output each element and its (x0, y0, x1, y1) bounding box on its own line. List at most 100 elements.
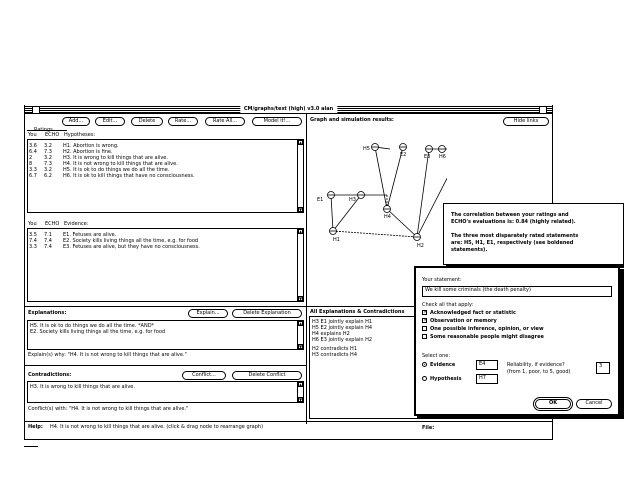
hyp-col-echo: ECHO (45, 132, 60, 138)
statement-input[interactable]: We kill some criminals (the death penalt… (422, 286, 612, 297)
correlation-line-1: The correlation between your ratings and (451, 212, 569, 218)
evidence-radio[interactable] (422, 362, 427, 367)
hypotheses-heading: Hypotheses: (64, 132, 96, 138)
explanation-entry[interactable]: H4 explains H2 (312, 331, 350, 337)
hypothesis-radio[interactable] (422, 376, 427, 381)
delete-explanation-button[interactable]: Delete Explanation (232, 309, 302, 318)
explanation-line: E2. Society kills living things all the … (30, 329, 166, 335)
rating-echo: 7.3 (44, 161, 52, 167)
model-it-button[interactable]: Model it!... (252, 117, 302, 126)
graph-node-label: E2 (400, 152, 406, 158)
delete-conflict-button[interactable]: Delete Conflict (232, 371, 302, 380)
conflict-button[interactable]: Conflict... (182, 371, 226, 380)
ratings-underline (27, 130, 67, 131)
graph-node-label: H3 (349, 197, 356, 203)
help-label: Help: (28, 424, 43, 430)
hypothesis-text: H1. Abortion is wrong. (63, 143, 119, 149)
contradictions-box[interactable]: H3. It is wrong to kill things that are … (27, 381, 304, 403)
scroll-up-icon[interactable]: ▲ (298, 140, 303, 145)
reliability-label: Reliability, if evidence? (507, 362, 565, 368)
hypothesis-id-field[interactable]: H7 (476, 374, 498, 384)
explanation-entry[interactable]: H3 E1 jointly explain H1 (312, 319, 373, 325)
checkbox[interactable] (422, 326, 427, 331)
statement-label: Your statement: (422, 277, 462, 283)
scroll-up-icon[interactable]: ▲ (298, 382, 303, 387)
reliability-field[interactable]: 3 (596, 362, 610, 374)
edit-button[interactable]: Edit... (95, 117, 125, 126)
explanation-entry[interactable]: H6 E3 jointly explain H2 (312, 337, 373, 343)
checkbox-label: Acknowledged fact or statistic (430, 310, 516, 316)
rating-you: 3.5 (29, 232, 37, 238)
close-box[interactable] (32, 106, 40, 114)
graph-edge (416, 148, 430, 238)
contradiction-line: H3. It is wrong to kill things that are … (30, 384, 135, 390)
scroll-down-icon[interactable]: ▼ (298, 344, 303, 349)
correlation-line-2: ECHO's evaluations is: 0.84 (highly rela… (451, 219, 576, 225)
hyp-col-you: You (28, 132, 37, 138)
checkbox[interactable]: × (422, 309, 428, 315)
contradictions-scrollbar[interactable]: ▲ ▼ (297, 382, 303, 402)
hypothesis-label: Hypothesis (430, 376, 462, 382)
explanations-footer: Explain(s) why: "H4. It is not wrong to … (28, 352, 187, 358)
evidence-label: Evidence (430, 362, 456, 368)
rating-echo: 3.2 (44, 155, 52, 161)
cancel-button[interactable]: Cancel (576, 399, 612, 409)
explanation-entry[interactable]: H5 E2 jointly explain H4 (312, 325, 373, 331)
correlation-line-3: The three most disparately rated stateme… (451, 233, 579, 239)
rating-you: 6.7 (29, 173, 37, 179)
evidence-text: E1. Fetuses are alive. (63, 232, 117, 238)
checkbox-label: One possible inference, opinion, or view (430, 326, 544, 332)
evidence-id-field[interactable]: E4 (476, 360, 498, 370)
ok-button[interactable]: OK (533, 397, 573, 411)
add-button[interactable]: Add... (62, 117, 90, 126)
zoom-box[interactable] (539, 106, 547, 114)
checkbox-label: Some reasonable people might disagree (430, 334, 544, 340)
graph-edge (374, 146, 388, 210)
cursor-line (24, 446, 38, 447)
ev-col-echo: ECHO (45, 221, 60, 227)
explain-button[interactable]: Explain... (188, 309, 228, 318)
rate-button[interactable]: Rate... (168, 117, 198, 126)
scroll-down-icon[interactable]: ▼ (298, 207, 303, 212)
window-title-bar[interactable]: CM/graphs/test (high) v3.0 alan (25, 105, 552, 114)
divider (306, 114, 307, 424)
hypothesis-text: H6. It is ok to kill things that have no… (63, 173, 195, 179)
rating-echo: 7.3 (44, 149, 52, 155)
graph-edge (332, 230, 418, 238)
rate-all-button[interactable]: Rate All... (205, 117, 245, 126)
scroll-down-icon[interactable]: ▼ (298, 296, 303, 301)
delete-button[interactable]: Delete (131, 117, 163, 126)
evidence-scrollbar[interactable]: ▲ ▼ (297, 229, 303, 301)
explanations-box[interactable]: H5. It is ok to do things we do all the … (27, 320, 304, 350)
scroll-down-icon[interactable]: ▼ (298, 397, 303, 402)
contradiction-entry[interactable]: H3 contradicts H4 (312, 352, 357, 358)
hypothesis-text: H3. It is wrong to kill things that are … (63, 155, 168, 161)
contradiction-entry[interactable]: H2 contradicts H1 (312, 346, 357, 352)
hypotheses-scrollbar[interactable]: ▲ ▼ (297, 140, 303, 212)
separator (25, 365, 307, 366)
statement-dialog: Your statement: We kill some criminals (… (414, 266, 620, 416)
scroll-up-icon[interactable]: ▲ (298, 229, 303, 234)
explanations-scrollbar[interactable]: ▲ ▼ (297, 321, 303, 349)
help-text: H4. It is not wrong to kill things that … (50, 424, 264, 430)
scroll-up-icon[interactable]: ▲ (298, 321, 303, 326)
graph-edge (386, 146, 404, 210)
checkbox[interactable]: × (422, 317, 428, 323)
reliability-hint: (from 1, poor, to 5, good) (507, 369, 571, 375)
hide-links-button[interactable]: Hide links (503, 117, 549, 126)
checkbox[interactable] (422, 334, 427, 339)
